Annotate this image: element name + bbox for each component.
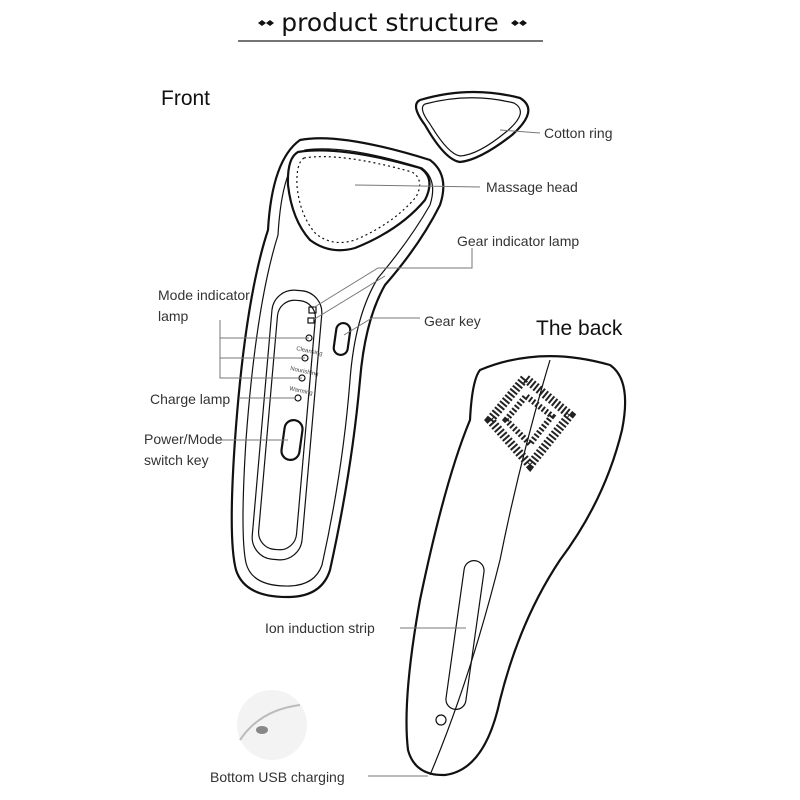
usb-port <box>435 714 447 726</box>
label-mode-indicator-line1: Mode indicator <box>158 287 250 303</box>
usb-charging-inset <box>237 690 307 760</box>
title-ornament-left-icon <box>258 20 274 26</box>
back-heading: The back <box>536 317 623 340</box>
power-mode-switch-key <box>280 419 304 461</box>
label-cotton-ring: Cotton ring <box>544 125 612 141</box>
label-usb-charging: Bottom USB charging <box>210 769 345 785</box>
label-charge-lamp: Charge lamp <box>150 391 230 407</box>
back-device <box>405 355 627 777</box>
front-device: Cleansing Nourishing Warming <box>230 137 445 599</box>
ion-induction-strip <box>445 560 485 710</box>
label-ion-strip: Ion induction strip <box>265 620 375 636</box>
gear-lamp-1 <box>308 306 317 314</box>
front-heading: Front <box>161 87 210 110</box>
warming-text: Warming <box>289 386 314 397</box>
label-gear-key: Gear key <box>424 313 481 329</box>
page-title: product structure <box>281 8 499 37</box>
cleansing-text: Cleansing <box>296 346 323 357</box>
gear-key <box>332 321 352 357</box>
gear-lamp-2 <box>307 317 315 324</box>
label-power-mode-line1: Power/Mode <box>144 431 223 447</box>
label-power-mode-line2: switch key <box>144 452 209 468</box>
cotton-ring <box>414 90 530 164</box>
dot-grid-pattern <box>484 371 577 472</box>
label-mode-indicator-line2: lamp <box>158 308 189 324</box>
nourishing-text: Nourishing <box>290 366 319 378</box>
label-massage-head: Massage head <box>486 179 578 195</box>
label-gear-indicator-lamp: Gear indicator lamp <box>457 233 579 249</box>
title-ornament-right-icon <box>511 20 527 26</box>
